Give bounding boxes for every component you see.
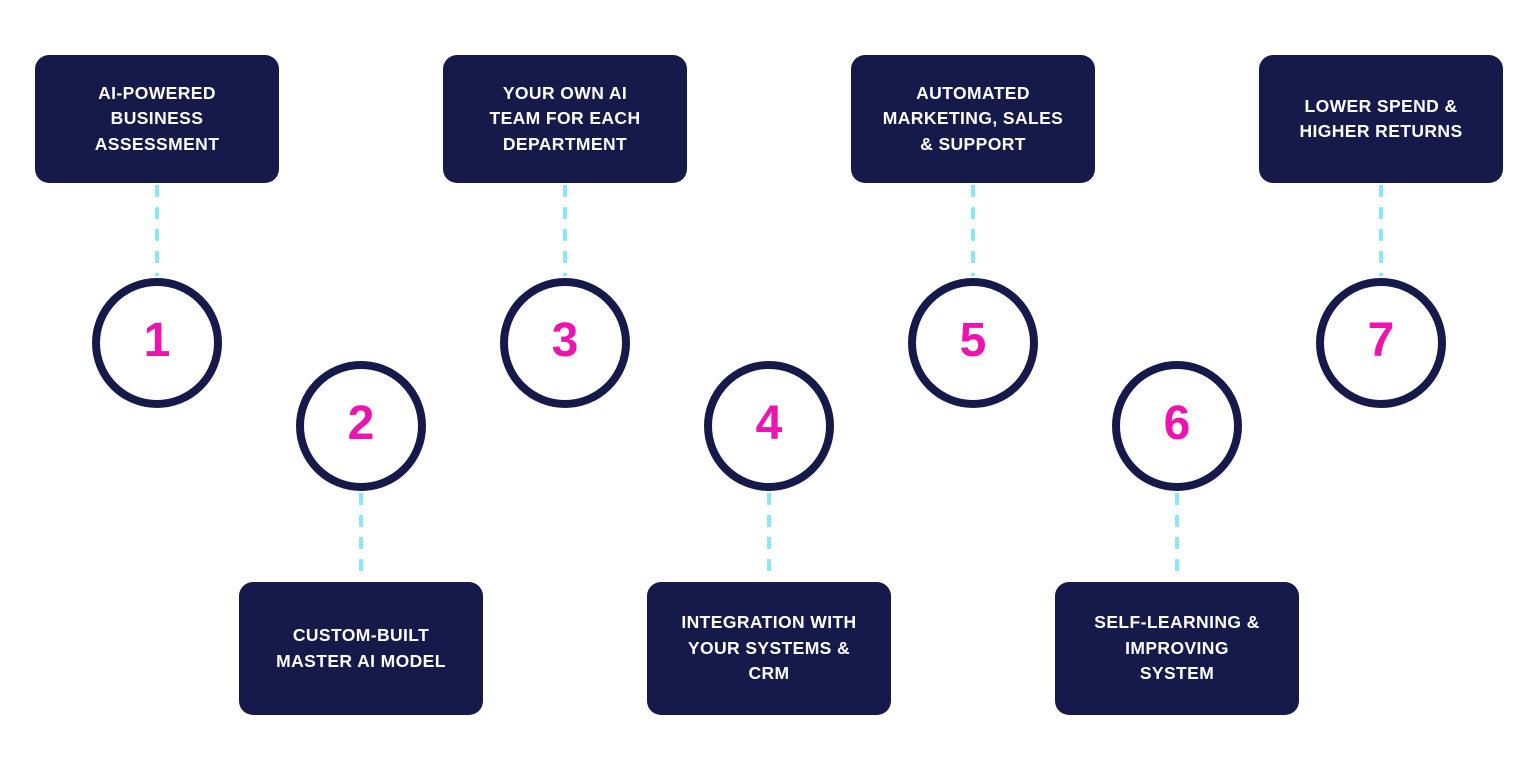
step-1-label: AI-POWERED BUSINESS ASSESSMENT bbox=[94, 82, 220, 154]
step-3-connector-line bbox=[563, 185, 567, 276]
step-2-label-box: CUSTOM-BUILT MASTER AI MODEL bbox=[239, 582, 483, 715]
step-7-label: LOWER SPEND & HIGHER RETURNS bbox=[1299, 95, 1463, 141]
step-1-circle: 1 bbox=[92, 278, 222, 408]
step-6: SELF-LEARNING & IMPROVING SYSTEM 6 bbox=[1055, 0, 1299, 768]
step-3: YOUR OWN AI TEAM FOR EACH DEPARTMENT 3 bbox=[443, 0, 687, 768]
step-1-number: 1 bbox=[143, 314, 171, 367]
step-2: CUSTOM-BUILT MASTER AI MODEL 2 bbox=[239, 0, 483, 768]
step-4-number: 4 bbox=[755, 397, 783, 450]
step-5-circle: 5 bbox=[908, 278, 1038, 408]
step-6-connector-line bbox=[1175, 493, 1179, 580]
step-1-connector-line bbox=[155, 185, 159, 276]
step-5-number: 5 bbox=[959, 314, 987, 367]
step-4: INTEGRATION WITH YOUR SYSTEMS & CRM 4 bbox=[647, 0, 891, 768]
step-5: AUTOMATED MARKETING, SALES & SUPPORT 5 bbox=[851, 0, 1095, 768]
step-7-connector-line bbox=[1379, 185, 1383, 276]
step-7-circle: 7 bbox=[1316, 278, 1446, 408]
step-4-label-box: INTEGRATION WITH YOUR SYSTEMS & CRM bbox=[647, 582, 891, 715]
step-3-label-box: YOUR OWN AI TEAM FOR EACH DEPARTMENT bbox=[443, 55, 687, 183]
step-4-label: INTEGRATION WITH YOUR SYSTEMS & CRM bbox=[681, 612, 857, 684]
step-7-label-box: LOWER SPEND & HIGHER RETURNS bbox=[1259, 55, 1503, 183]
step-1-label-box: AI-POWERED BUSINESS ASSESSMENT bbox=[35, 55, 279, 183]
step-6-label: SELF-LEARNING & IMPROVING SYSTEM bbox=[1094, 612, 1260, 684]
step-2-connector-line bbox=[359, 493, 363, 580]
step-6-label-box: SELF-LEARNING & IMPROVING SYSTEM bbox=[1055, 582, 1299, 715]
step-3-label: YOUR OWN AI TEAM FOR EACH DEPARTMENT bbox=[489, 82, 641, 154]
step-5-label-box: AUTOMATED MARKETING, SALES & SUPPORT bbox=[851, 55, 1095, 183]
step-6-number: 6 bbox=[1163, 397, 1191, 450]
step-7-number: 7 bbox=[1367, 314, 1395, 367]
step-3-circle: 3 bbox=[500, 278, 630, 408]
step-4-connector-line bbox=[767, 493, 771, 580]
step-6-circle: 6 bbox=[1112, 361, 1242, 491]
step-3-number: 3 bbox=[551, 314, 579, 367]
step-2-label: CUSTOM-BUILT MASTER AI MODEL bbox=[276, 625, 446, 671]
step-4-circle: 4 bbox=[704, 361, 834, 491]
step-5-connector-line bbox=[971, 185, 975, 276]
step-1: AI-POWERED BUSINESS ASSESSMENT 1 bbox=[35, 0, 279, 768]
step-5-label: AUTOMATED MARKETING, SALES & SUPPORT bbox=[882, 82, 1064, 154]
step-2-circle: 2 bbox=[296, 361, 426, 491]
step-2-number: 2 bbox=[347, 397, 375, 450]
step-7: LOWER SPEND & HIGHER RETURNS 7 bbox=[1259, 0, 1503, 768]
